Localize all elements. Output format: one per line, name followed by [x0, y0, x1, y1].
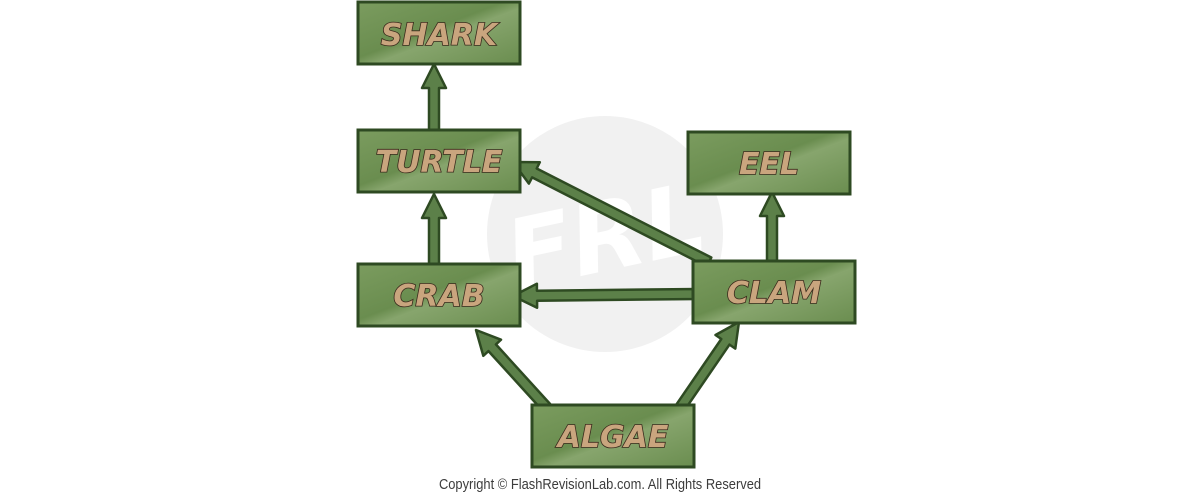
node-eel-label: EEL [739, 147, 799, 182]
node-turtle-box [356, 128, 522, 194]
node-clam: CLAM [691, 259, 857, 325]
node-clam-label: CLAM [727, 276, 821, 311]
node-turtle: TURTLE [356, 128, 522, 194]
arrow-clam-to-crab [511, 282, 700, 309]
arrow-turtle-to-shark [420, 62, 448, 140]
copyright-text: Copyright © FlashRevisionLab.com. All Ri… [438, 476, 762, 493]
arrow-algae-to-crab [474, 328, 552, 413]
node-algae-box [530, 403, 696, 469]
node-turtle-label: TURTLE [376, 145, 503, 180]
node-crab: CRAB [356, 262, 522, 328]
node-crab-label: CRAB [393, 279, 484, 314]
node-algae-label: ALGAE [556, 420, 669, 455]
arrow-crab-to-turtle [420, 192, 448, 268]
node-shark-box [356, 0, 522, 66]
node-clam-box [691, 259, 857, 325]
arrow-algae-to-clam [674, 320, 741, 413]
node-shark: SHARK [356, 0, 522, 66]
node-algae: ALGAE [530, 403, 696, 469]
node-eel-box [686, 130, 852, 196]
node-crab-box [356, 262, 522, 328]
arrow-clam-to-eel [758, 190, 786, 268]
node-eel: EEL [686, 130, 852, 196]
node-shark-label: SHARK [381, 18, 500, 53]
